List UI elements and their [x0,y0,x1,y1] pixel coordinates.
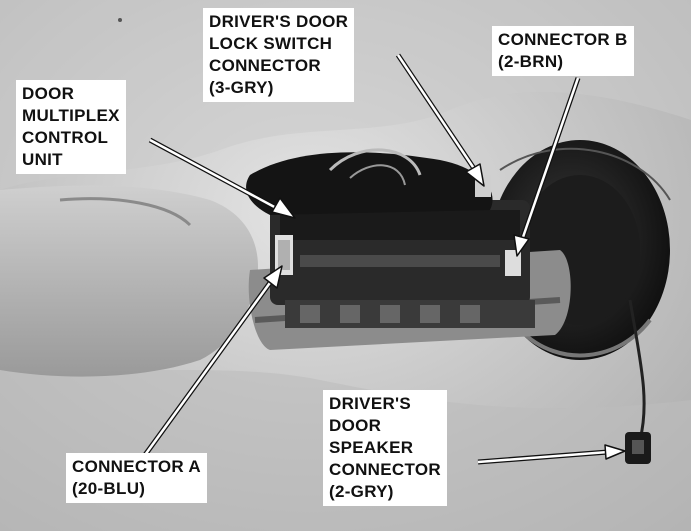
label-line: UNIT [22,150,63,169]
label-line: (2-BRN) [498,52,564,71]
label-door-multiplex-control-unit: DOOR MULTIPLEX CONTROL UNIT [16,80,126,174]
label-line: (3-GRY) [209,78,274,97]
label-line: LOCK SWITCH [209,34,333,53]
label-line: (20-BLU) [72,479,146,498]
arrow-speaker [477,444,626,465]
label-line: CONNECTOR [329,460,441,479]
label-drivers-door-lock-switch-connector: DRIVER'S DOOR LOCK SWITCH CONNECTOR (3-G… [203,8,355,102]
label-drivers-door-speaker-connector: DRIVER'S DOOR SPEAKER CONNECTOR (2-GRY) [323,390,447,506]
arrow-lock-switch [395,53,485,187]
label-line: DOOR [329,416,382,435]
label-line: DOOR [22,84,75,103]
arrow-connector-a [142,265,283,457]
wire-harness-shape [246,152,493,215]
label-line: DRIVER'S DOOR [209,12,349,31]
label-line: CONNECTOR [209,56,321,75]
label-line: CONNECTOR B [498,30,628,49]
hand-shape [0,185,258,377]
label-line: CONNECTOR A [72,457,201,476]
label-line: MULTIPLEX [22,106,120,125]
arrow-connector-b [513,77,581,257]
arrow-multiplex [148,137,296,219]
label-connector-a: CONNECTOR A (20-BLU) [66,453,207,503]
label-line: (2-GRY) [329,482,394,501]
label-line: CONTROL [22,128,109,147]
label-connector-b: CONNECTOR B (2-BRN) [492,26,634,76]
label-line: DRIVER'S [329,394,412,413]
label-line: SPEAKER [329,438,414,457]
